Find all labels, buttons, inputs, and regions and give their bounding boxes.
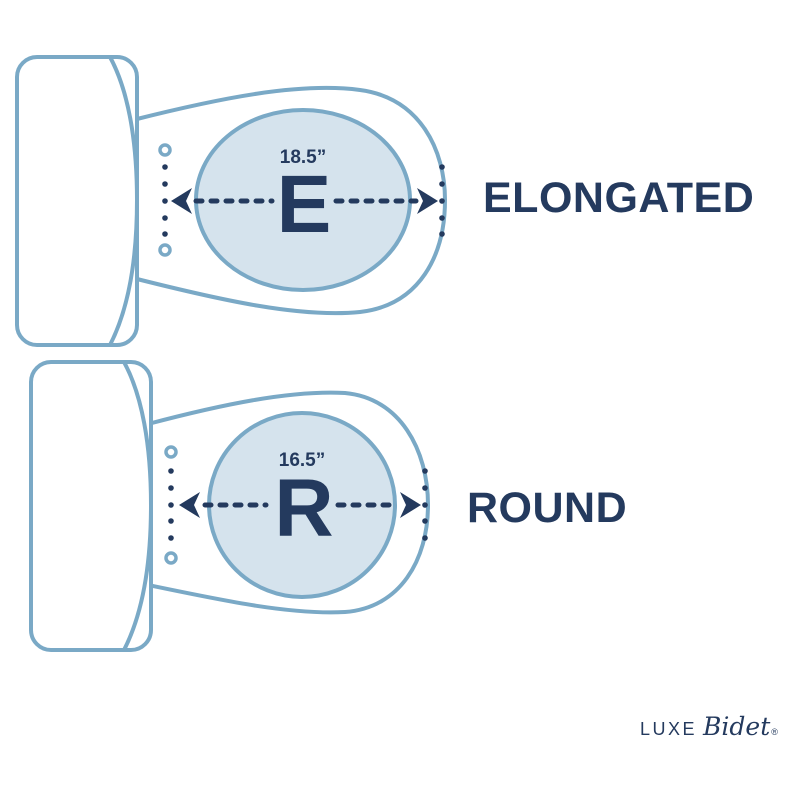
label-round: ROUND [467, 484, 628, 532]
arrow-left-icon [179, 492, 200, 518]
arrow-left-icon [171, 188, 192, 214]
mounting-hole-icon [158, 243, 172, 257]
tank-curve [108, 56, 140, 346]
registered-mark-icon: ® [771, 727, 778, 737]
brand-word-luxe: LUXE [640, 719, 698, 739]
left-dotted-guide [168, 468, 174, 541]
measurement-round: 16.5” [279, 450, 325, 471]
right-dotted-guide [422, 468, 428, 541]
label-elongated: ELONGATED [483, 174, 755, 222]
measurement-elongated: 18.5” [280, 147, 326, 168]
mounting-hole-icon [164, 445, 178, 459]
toilet-tank-icon [15, 55, 139, 347]
round-figure: 16.5” R [29, 360, 431, 652]
mounting-hole-icon [158, 143, 172, 157]
right-dotted-guide [439, 164, 445, 237]
arrow-right-icon [417, 188, 438, 214]
letter-r: R [274, 463, 333, 554]
brand-word-bidet: Bidet [703, 712, 771, 741]
letter-e: E [277, 159, 332, 250]
tank-curve [122, 361, 154, 651]
toilet-tank-icon [29, 360, 153, 652]
elongated-figure: 18.5” E [15, 55, 448, 347]
left-dotted-guide [162, 164, 168, 237]
mounting-hole-icon [164, 551, 178, 565]
arrow-right-icon [400, 492, 421, 518]
brand-logo: LUXE Bidet ® [640, 712, 778, 741]
